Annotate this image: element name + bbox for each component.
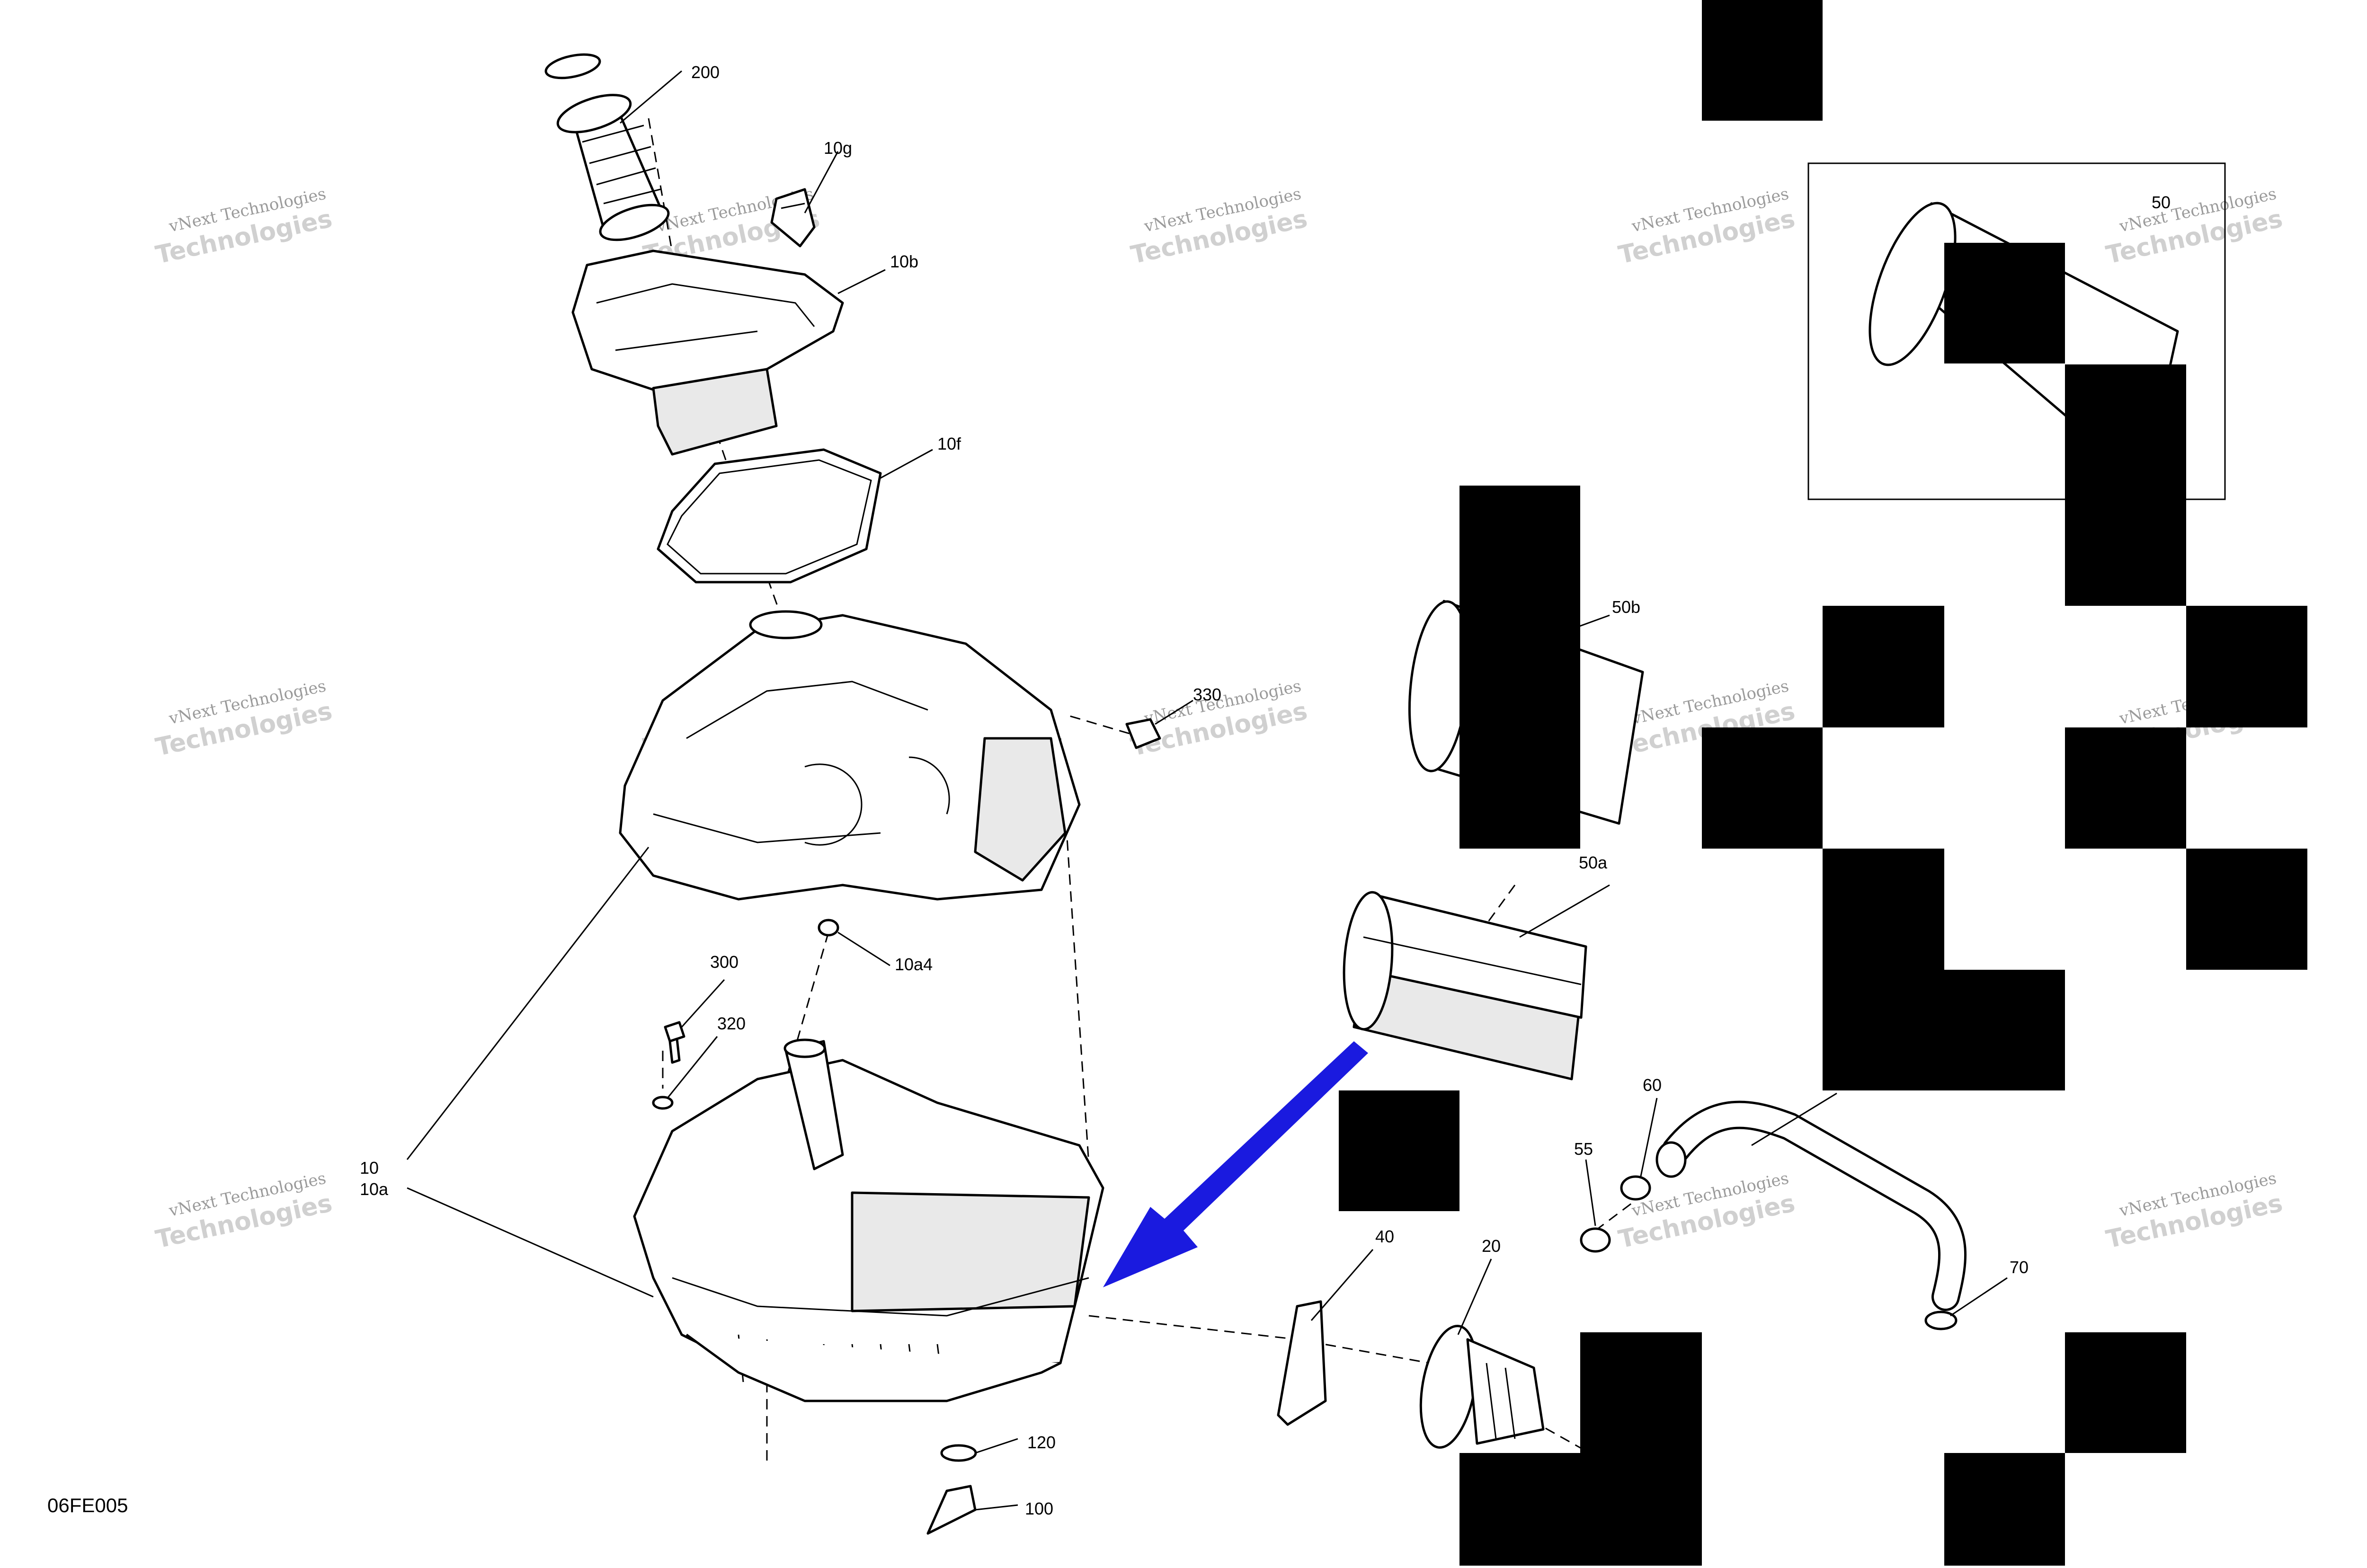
label-10f: 10f xyxy=(937,434,961,453)
upper-airbox-housing xyxy=(619,610,1081,901)
part-120-clamp xyxy=(940,1444,977,1462)
blue-direction-arrow xyxy=(1103,1041,1368,1287)
part-50a-filter-element xyxy=(1343,891,1587,1081)
label-40: 40 xyxy=(1375,1227,1394,1246)
leader-lines xyxy=(406,70,2008,1511)
redaction-block xyxy=(2186,606,2307,727)
part-320-washer xyxy=(652,1096,674,1110)
redaction-block xyxy=(1944,970,2065,1090)
part-20-adapter xyxy=(1419,1325,1545,1449)
label-70: 70 xyxy=(2010,1258,2029,1277)
part-100-drain-valve xyxy=(926,1485,977,1535)
label-50: 50 xyxy=(2152,193,2171,212)
label-20: 20 xyxy=(1482,1236,1501,1256)
part-55-grommet xyxy=(1580,1227,1611,1253)
redaction-blocks xyxy=(1339,0,2307,1566)
redaction-block xyxy=(1823,849,1944,1090)
label-60: 60 xyxy=(1643,1075,1662,1095)
redaction-block xyxy=(1823,606,1944,727)
watermark: vNext Technologies Technologies xyxy=(2104,1169,2285,1254)
breather-hose xyxy=(1655,1100,1967,1311)
redaction-block xyxy=(1580,1332,1702,1453)
redaction-block xyxy=(1459,1453,1702,1566)
label-120: 120 xyxy=(1027,1433,1056,1452)
figure-reference-code: 06FE005 xyxy=(47,1494,128,1516)
redaction-block xyxy=(2186,849,2307,970)
redaction-block xyxy=(1702,0,1823,121)
label-10b: 10b xyxy=(890,252,918,271)
label-330: 330 xyxy=(1193,685,1221,704)
redaction-block xyxy=(1702,727,1823,849)
label-50a: 50a xyxy=(1579,853,1608,872)
part-60-clamp xyxy=(1620,1175,1651,1201)
part-330-clip xyxy=(1125,718,1161,749)
part-labels: 200 10g 10b 10f 330 10a4 300 320 10 10a … xyxy=(360,62,2171,1518)
redaction-block xyxy=(2065,1332,2186,1453)
part-10a4-fastener xyxy=(818,919,839,937)
redaction-block xyxy=(1944,243,2065,363)
part-200-intake-boot xyxy=(544,53,670,241)
part-10f-gasket xyxy=(657,448,882,584)
redaction-block xyxy=(1339,1090,1459,1211)
redaction-block xyxy=(1944,1453,2065,1566)
redaction-block xyxy=(2065,364,2186,606)
watermark: vNext Technologies Technologies xyxy=(1616,184,1797,269)
label-320: 320 xyxy=(717,1014,746,1033)
redaction-block xyxy=(2065,727,2186,849)
part-40-seal xyxy=(1277,1300,1327,1426)
part-10g-clip xyxy=(770,188,816,248)
label-55: 55 xyxy=(1574,1139,1593,1159)
watermark: vNext Technologies Technologies xyxy=(2104,184,2285,269)
watermark: vNext Technologies Technologies xyxy=(153,184,335,269)
label-10a4: 10a4 xyxy=(895,955,933,974)
label-10a: 10a xyxy=(360,1179,389,1199)
label-50b: 50b xyxy=(1612,597,1640,617)
part-300-bolt xyxy=(664,1021,685,1064)
part-10b-airbox-cover xyxy=(571,249,844,456)
part-70-clamp xyxy=(1924,1311,1958,1330)
label-300: 300 xyxy=(710,952,739,972)
lower-airbox-base xyxy=(633,1038,1104,1402)
watermark: vNext Technologies Technologies xyxy=(1129,184,1310,269)
label-100: 100 xyxy=(1025,1499,1053,1518)
label-10g: 10g xyxy=(824,138,852,158)
watermark: vNext Technologies Technologies xyxy=(153,676,335,762)
label-200: 200 xyxy=(691,62,720,82)
label-10: 10 xyxy=(360,1158,379,1178)
watermark: vNext Technologies Technologies xyxy=(153,1169,335,1254)
redaction-block xyxy=(1459,486,1580,849)
